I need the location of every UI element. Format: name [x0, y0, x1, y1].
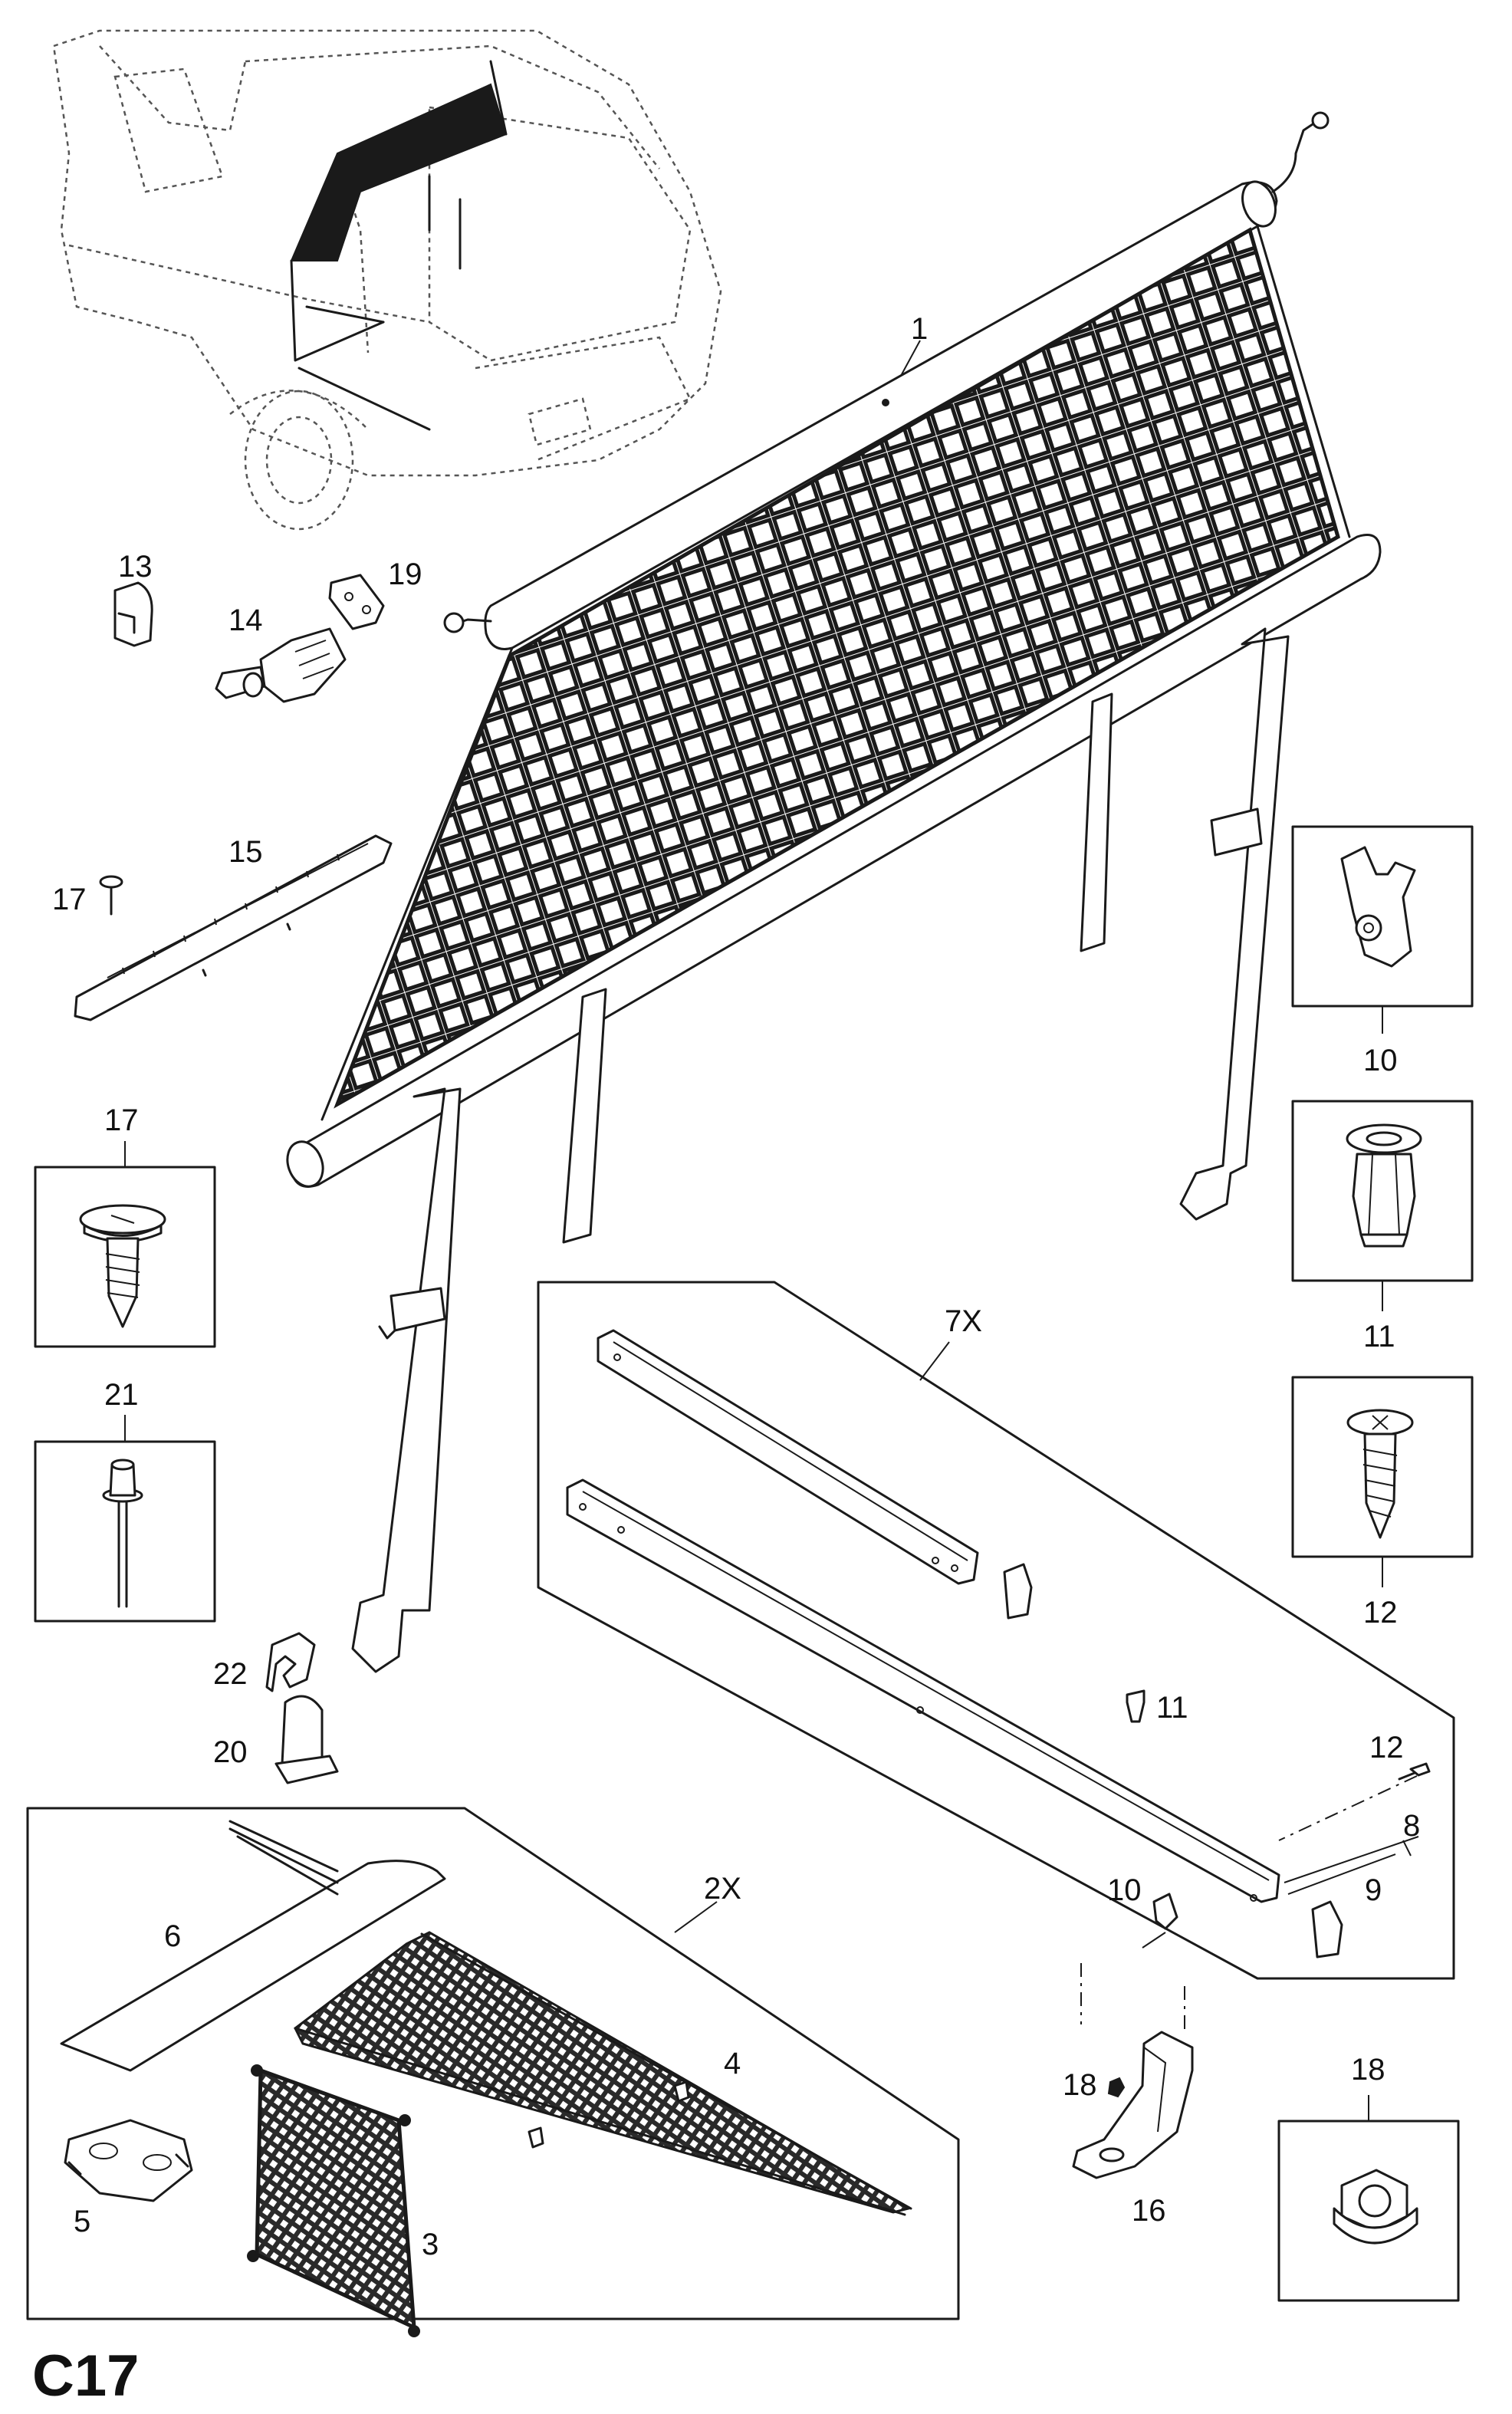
part-1-cargo-net [286, 111, 1382, 1673]
part-15-rail [74, 834, 393, 1021]
label-17: 17 [104, 1103, 139, 1137]
label-3: 3 [422, 2228, 439, 2261]
leader-7x [919, 1341, 950, 1381]
label-19: 19 [388, 557, 422, 591]
part-22-bracket [265, 1632, 316, 1692]
part-14-fitting [215, 627, 347, 703]
vehicle-location-sketch [52, 29, 722, 531]
label-6: 6 [164, 1919, 181, 1953]
strap-front-left [351, 1087, 462, 1673]
label-9: 9 [1365, 1873, 1382, 1907]
label-18-box: 18 [1063, 2068, 1097, 2102]
leader-2x [674, 1901, 718, 1933]
strap-mid [562, 988, 607, 1244]
part-13-clip [113, 581, 153, 647]
part-18-framed-nut [1277, 2120, 1460, 2302]
part-16-bracket [1072, 1963, 1194, 2179]
label-8: 8 [1403, 1809, 1420, 1843]
label-2x: 2X [704, 1872, 741, 1906]
part-17-framed-screw [34, 1166, 216, 1348]
part-11-framed-nut [1291, 1100, 1474, 1282]
part-12-framed-screw [1291, 1376, 1474, 1558]
part-17-screw-small [99, 875, 123, 916]
label-7x: 7X [945, 1304, 982, 1338]
strap-rear [1080, 692, 1113, 952]
part-19-plate [328, 574, 385, 630]
label-1: 1 [911, 312, 928, 346]
label-20: 20 [213, 1735, 248, 1769]
label-16: 16 [1132, 2194, 1166, 2228]
part-20-holder [274, 1695, 339, 1784]
label-11-box: 11 [1156, 1691, 1188, 1725]
diagram-code: C17 [32, 2343, 139, 2409]
label-10-framed: 10 [1363, 1044, 1398, 1077]
part-10-framed-clip [1291, 825, 1474, 1008]
label-5: 5 [74, 2205, 90, 2238]
label-11-framed: 11 [1363, 1320, 1395, 1353]
label-12-box: 12 [1369, 1731, 1404, 1764]
label-18-framed: 18 [1351, 2053, 1385, 2087]
part-21-framed-rivet [34, 1440, 216, 1623]
label-4: 4 [724, 2047, 741, 2080]
label-17-small: 17 [52, 883, 87, 916]
label-14: 14 [228, 604, 263, 637]
leader-8-9 [1402, 1840, 1412, 1857]
label-22: 22 [213, 1657, 248, 1691]
label-13: 13 [118, 550, 153, 584]
label-10-box: 10 [1107, 1873, 1142, 1907]
box-2x-storage-nets [26, 1807, 960, 2337]
leader-1 [900, 340, 921, 377]
label-21: 21 [104, 1378, 139, 1412]
strap-rear-right [1179, 627, 1290, 1221]
callout-labels: 1 13 19 14 15 17 17 21 22 20 10 11 12 7X… [32, 312, 1420, 2409]
label-15: 15 [228, 835, 263, 869]
box-7x-rails [537, 1281, 1455, 1980]
label-12-framed: 12 [1363, 1596, 1398, 1630]
